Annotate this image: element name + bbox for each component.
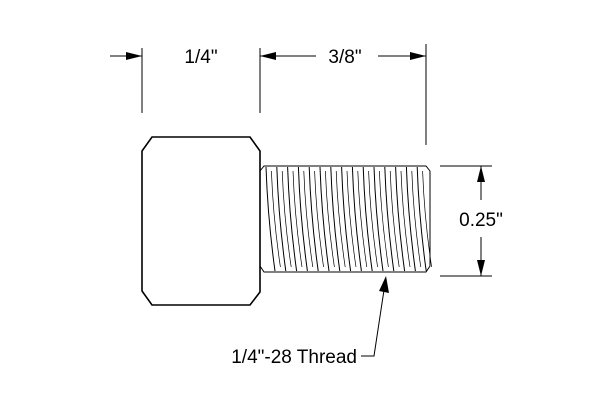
dimension-thread-length: 3/8" [260, 47, 426, 68]
thread-crest-line [276, 166, 287, 272]
thread-crest-line [330, 166, 341, 272]
thread-root-line [411, 170, 422, 268]
thread-crest-line [341, 166, 352, 272]
arrowhead-icon [477, 166, 485, 182]
thread-crest-line [265, 166, 276, 272]
thread-crest-line [297, 166, 308, 272]
thread-root-line [400, 170, 411, 268]
screw-head [141, 136, 261, 306]
thread-root-line [314, 170, 324, 268]
thread-crest-line [384, 166, 395, 272]
thread-root-line [368, 170, 378, 268]
diameter-label: 0.25" [459, 210, 503, 231]
thread-root-line [335, 170, 346, 268]
thread-root-line [281, 170, 292, 268]
dimension-diameter: 0.25" [459, 166, 503, 276]
thread-root-line [292, 170, 303, 268]
arrowhead-icon [126, 52, 142, 60]
thread-crest-line [351, 166, 362, 272]
threaded-shank [259, 165, 432, 273]
thread-crest-line [373, 166, 384, 272]
thread-crest-line [416, 166, 427, 272]
thread-crest-line [362, 166, 373, 272]
thread-root-line [271, 170, 281, 268]
head-length-label: 1/4" [184, 47, 217, 68]
thread-outline [259, 165, 431, 273]
thread-root-line [422, 170, 432, 268]
callout-leader [361, 289, 385, 357]
thread-root-line [357, 170, 368, 268]
thread-root-line [389, 170, 400, 268]
thread-root-line [346, 170, 357, 268]
arrowhead-icon [410, 52, 426, 60]
thread-spec-label: 1/4"-28 Thread [231, 347, 357, 368]
thread-crest-line [287, 166, 298, 272]
thread-root-line [379, 170, 389, 268]
dimension-head-length: 1/4" [110, 47, 276, 68]
thread-crest-line [395, 166, 406, 272]
thread-callout: 1/4"-28 Thread [231, 276, 389, 368]
arrowhead-icon [477, 260, 485, 276]
thread-crest-line [405, 166, 416, 272]
thread-crest-line [308, 166, 319, 272]
thread-root-line [303, 170, 314, 268]
arrowhead-icon [379, 276, 389, 293]
thread-crest-line [319, 166, 330, 272]
thread-root-line [325, 170, 335, 268]
thread-lines [265, 166, 432, 272]
thread-length-label: 3/8" [328, 47, 361, 68]
